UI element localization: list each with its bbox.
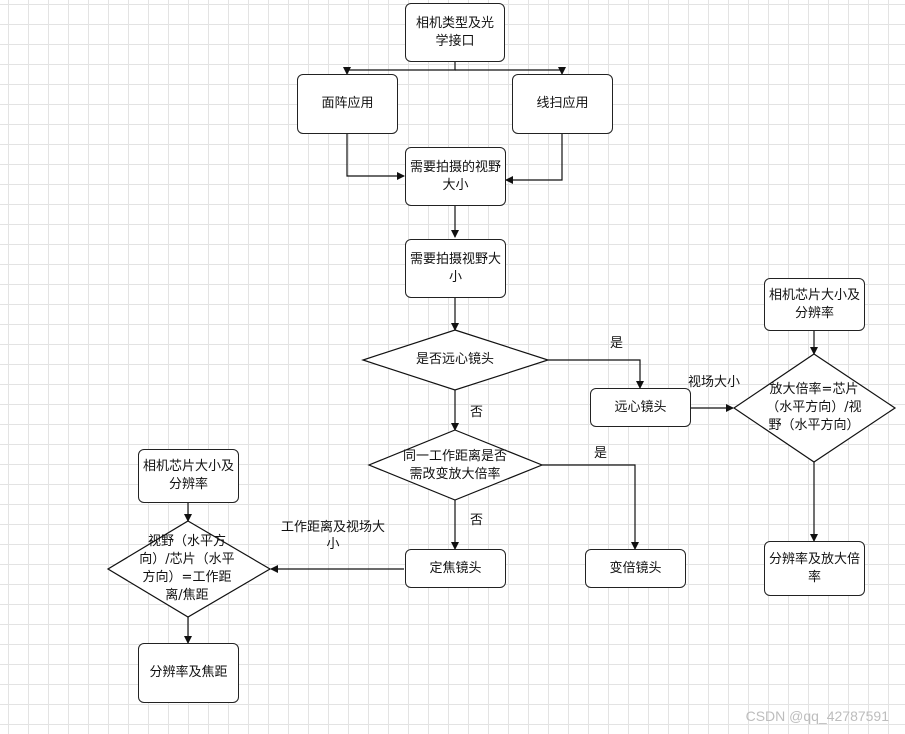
decision-focal-text: 视野（水平方向）/芯片（水平方向）=工作距离/焦距	[139, 534, 235, 603]
node-fixed-focus: 定焦镜头	[405, 549, 506, 588]
node-chip-size-left: 相机芯片大小及分辨率	[138, 449, 239, 503]
label-yes-zoom: 是	[594, 446, 608, 461]
node-area-scan: 面阵应用	[297, 74, 398, 134]
node-fov-needed-2: 需要拍摄视野大小	[405, 239, 506, 298]
edge-top-to-area	[343, 62, 456, 75]
node-fov-needed-1: 需要拍摄的视野大小	[405, 147, 506, 206]
decision-magnification-text: 放大倍率=芯片（水平方向）/视野（水平方向）	[766, 382, 862, 433]
decision-focal-shape	[106, 520, 272, 618]
decision-telecentric-text: 是否远心镜头	[415, 352, 494, 367]
label-no-zoom: 否	[470, 513, 484, 528]
label-fov-size: 视场大小	[688, 375, 741, 390]
watermark: CSDN @qq_42787591	[745, 708, 889, 724]
node-zoom-lens: 变倍镜头	[585, 549, 686, 588]
edge-telecentric-yes	[548, 359, 644, 389]
node-line-scan: 线扫应用	[512, 74, 613, 134]
decision-zoom-shape	[367, 429, 544, 501]
edge-line-to-fov	[505, 134, 563, 184]
decision-zoom-text: 同一工作距离是否需改变放大倍率	[402, 449, 507, 482]
node-result-left: 分辨率及焦距	[138, 643, 239, 703]
node-telecentric-lens: 远心镜头	[590, 388, 691, 427]
edge-zoom-yes	[542, 464, 639, 550]
edge-top-to-line	[455, 67, 566, 75]
decision-telecentric-shape	[361, 329, 550, 391]
node-result-right: 分辨率及放大倍率	[764, 541, 865, 596]
decision-magnification-shape	[732, 353, 897, 463]
node-camera-type: 相机类型及光学接口	[405, 3, 505, 62]
label-no-telecentric: 否	[470, 405, 484, 420]
edge-area-to-fov	[346, 134, 405, 180]
label-yes-telecentric: 是	[610, 336, 624, 351]
node-chip-size-right: 相机芯片大小及分辨率	[764, 278, 865, 331]
label-wd-fov: 工作距离及视场大小	[280, 520, 385, 552]
